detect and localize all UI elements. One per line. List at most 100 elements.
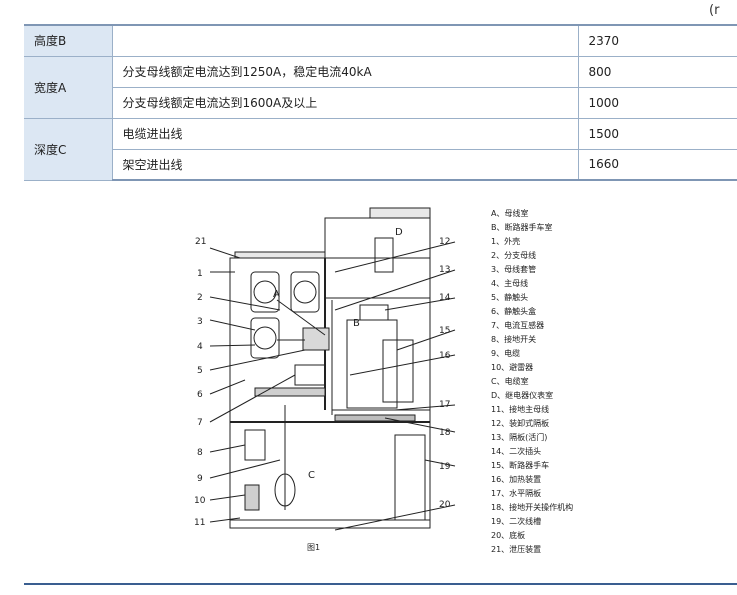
legend-item: 8、接地开关 (491, 335, 537, 344)
legend-item: 12、装卸式隔板 (491, 419, 550, 428)
part-number: 9 (197, 474, 203, 484)
legend-item: 18、接地开关操作机构 (491, 503, 574, 512)
bushing-hole (293, 280, 317, 304)
value-cell: 800 (578, 55, 737, 88)
condition-cell: 分支母线额定电流达到1600A及以上 (112, 86, 579, 119)
part-number: 4 (197, 342, 203, 352)
condition-cell (112, 24, 579, 57)
unit-note: (r (709, 3, 720, 18)
part-number: 21 (195, 237, 206, 247)
static-contact-box (302, 327, 330, 351)
value-cell: 2370 (578, 24, 737, 57)
legend-item: 1、外壳 (491, 237, 521, 246)
condition-cell: 架空进出线 (112, 148, 579, 181)
legend-item: C、电缆室 (491, 377, 529, 386)
part-number: 3 (197, 317, 203, 327)
table-row: 深度C 电缆进出线 1500 (24, 117, 737, 181)
switchgear-cross-section-diagram: A B C D 1 2 3 4 5 6 7 8 9 10 11 12 13 14… (194, 207, 456, 552)
legend-item: 15、断路器手车 (491, 461, 550, 470)
legend-item: 19、二次线槽 (491, 517, 542, 526)
part-number: 17 (439, 400, 450, 410)
legend-item: A、母线室 (491, 209, 529, 218)
bus-bushing (250, 317, 280, 359)
legend-item: 10、避雷器 (491, 363, 534, 372)
leader-line (209, 379, 246, 395)
part-number: 5 (197, 366, 203, 376)
part-number: 10 (194, 496, 206, 506)
bushing-hole (253, 280, 277, 304)
leader-line (349, 354, 456, 376)
legend-item: 14、二次插头 (491, 447, 542, 456)
leader-line (209, 374, 296, 423)
part-number: 16 (439, 351, 451, 361)
legend-item: 6、静触头盒 (491, 307, 537, 316)
leader-line (209, 296, 281, 311)
compartment-label-a: A (273, 289, 280, 300)
figure-caption: 图1 (307, 543, 320, 552)
part-number: 8 (197, 448, 203, 458)
bottom-rule (24, 583, 737, 585)
legend-item: B、断路器手车室 (491, 223, 553, 232)
bus-bushing (250, 271, 280, 313)
surge-arrester (244, 484, 260, 511)
leader-line (209, 517, 241, 523)
part-number: 7 (197, 418, 203, 428)
legend-item: 16、加热装置 (491, 475, 542, 484)
leader-line (209, 247, 241, 259)
relay-panel (374, 237, 394, 273)
value-cell: 1000 (578, 86, 737, 119)
part-number: 1 (197, 269, 203, 279)
part-number: 20 (439, 500, 451, 510)
table-row: 宽度A 分支母线额定电流达到1250A，稳定电流40kA 800 (24, 55, 737, 119)
leader-line (334, 269, 456, 311)
legend-item: 3、母线套管 (491, 265, 537, 274)
row-header-width: 宽度A (24, 55, 113, 119)
leader-line (384, 417, 456, 433)
part-number: 19 (439, 462, 451, 472)
leader-line (209, 444, 246, 453)
part-number: 14 (439, 293, 451, 303)
condition-cell: 电缆进出线 (112, 117, 579, 150)
legend-item: D、继电器仪表室 (491, 391, 554, 400)
value-cell: 1660 (578, 148, 737, 181)
leader-line (394, 404, 456, 411)
compartment-label-d: D (395, 227, 403, 238)
breaker-mechanism (382, 339, 414, 403)
breaker-truck (346, 319, 398, 409)
legend-item: 4、主母线 (491, 279, 529, 288)
bus-bushing (290, 271, 320, 313)
legend-item: 20、底板 (491, 531, 526, 540)
legend-item: 7、电流互感器 (491, 321, 545, 330)
legend-item: 11、接地主母线 (491, 405, 550, 414)
secondary-plug (359, 304, 389, 321)
part-number: 2 (197, 293, 203, 303)
part-number: 13 (439, 265, 450, 275)
leader-line (384, 297, 456, 311)
secondary-wire-duct (394, 434, 426, 521)
table-row: 分支母线额定电流达到1600A及以上 1000 (24, 86, 737, 119)
top-frame (369, 207, 431, 219)
dimension-table: 高度B 2370 宽度A 分支母线额定电流达到1250A，稳定电流40kA 80… (24, 24, 737, 181)
legend-item: 9、电缆 (491, 349, 521, 358)
legend-item: 2、分支母线 (491, 251, 537, 260)
leader-line (209, 494, 246, 501)
part-number: 6 (197, 390, 203, 400)
part-number: 15 (439, 326, 450, 336)
table-row: 架空进出线 1660 (24, 148, 737, 181)
cable-termination (274, 473, 296, 507)
bushing-hole (253, 326, 277, 350)
leader-line (209, 349, 306, 371)
leader-line (209, 459, 281, 479)
part-number: 11 (194, 518, 205, 528)
leader-line (424, 459, 456, 467)
leader-line (334, 241, 456, 273)
leader-line (334, 504, 456, 531)
parts-legend: A、母线室 B、断路器手车室 1、外壳 2、分支母线 3、母线套管 4、主母线 … (491, 207, 573, 557)
current-transformer (294, 364, 326, 386)
pressure-relief-device (234, 251, 326, 259)
part-number: 12 (439, 237, 450, 247)
earthing-switch (244, 429, 266, 461)
leader-line (396, 329, 456, 351)
earthing-mechanism (334, 414, 416, 422)
legend-item: 5、静触头 (491, 293, 529, 302)
